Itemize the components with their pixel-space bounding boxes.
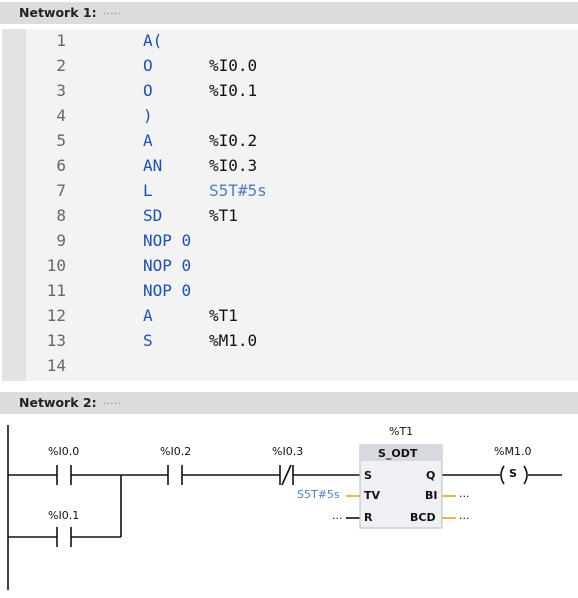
line-number: 13 [46, 331, 66, 350]
network-1-comment[interactable]: ..... [103, 6, 122, 17]
stl-instruction[interactable]: A( [143, 31, 163, 50]
pin-tv: TV [364, 489, 381, 502]
line-number: 12 [46, 306, 66, 325]
stl-instruction[interactable]: NOP 0 [143, 231, 192, 250]
line-number: 11 [46, 281, 66, 300]
pin-s: S [364, 469, 372, 482]
line-number: 7 [56, 181, 66, 200]
stl-instruction[interactable]: O [143, 56, 153, 75]
timer-type-label: S_ODT [378, 447, 418, 460]
network-1-header[interactable]: Network 1: ..... [0, 2, 578, 24]
line-number: 2 [56, 56, 66, 75]
contact-i0-2-label[interactable]: %I0.2 [160, 445, 192, 458]
network-2-comment[interactable]: ..... [103, 396, 122, 407]
stl-instruction[interactable]: O [143, 81, 153, 100]
pin-bi: BI [425, 489, 438, 502]
contact-i0-0-label[interactable]: %I0.0 [48, 445, 80, 458]
contact-i0-1-label[interactable]: %I0.1 [48, 509, 80, 522]
stl-instruction[interactable]: NOP 0 [143, 256, 192, 275]
stl-instruction[interactable]: SD [143, 206, 163, 225]
stl-operand[interactable]: %M1.0 [209, 331, 258, 350]
r-value[interactable]: ... [332, 509, 343, 522]
line-number: 4 [56, 106, 66, 125]
stl-instruction[interactable]: S [143, 331, 153, 350]
line-number: 8 [56, 206, 66, 225]
contact-i0-1 [56, 527, 72, 547]
stl-instruction[interactable]: A [143, 306, 153, 325]
pin-q: Q [426, 469, 436, 482]
contact-i0-3-label[interactable]: %I0.3 [272, 445, 304, 458]
stl-instruction[interactable]: L [143, 181, 153, 200]
stl-operand[interactable]: %I0.2 [209, 131, 258, 150]
stl-operand[interactable]: S5T#5s [209, 181, 267, 200]
stl-instruction[interactable]: ) [143, 106, 153, 125]
line-number: 14 [46, 356, 66, 375]
network-1-title: Network 1: [19, 5, 97, 20]
line-number: 9 [56, 231, 66, 250]
line-number: 10 [46, 256, 66, 275]
contact-i0-2 [167, 465, 183, 485]
line-number: 5 [56, 131, 66, 150]
stl-operand[interactable]: %T1 [209, 306, 238, 325]
pin-r: R [364, 511, 373, 524]
set-coil [500, 465, 528, 485]
editor-gutter [2, 29, 26, 381]
stl-operand[interactable]: %T1 [209, 206, 238, 225]
stl-instruction[interactable]: AN [143, 156, 163, 175]
bi-value[interactable]: ... [459, 487, 470, 500]
stl-instruction[interactable]: NOP 0 [143, 281, 192, 300]
ladder-diagram[interactable] [0, 415, 578, 598]
timer-tag-label[interactable]: %T1 [389, 425, 414, 438]
contact-i0-0 [56, 465, 72, 485]
network-2-header[interactable]: Network 2: ..... [0, 392, 578, 414]
stl-operand[interactable]: %I0.3 [209, 156, 258, 175]
network-2-title: Network 2: [19, 395, 97, 410]
coil-symbol: S [509, 467, 517, 480]
coil-tag-label[interactable]: %M1.0 [494, 445, 532, 458]
stl-operand[interactable]: %I0.1 [209, 81, 258, 100]
pin-bcd: BCD [410, 511, 436, 524]
stl-operand[interactable]: %I0.0 [209, 56, 258, 75]
tv-value[interactable]: S5T#5s [297, 488, 340, 501]
line-number: 1 [56, 31, 66, 50]
stl-instruction[interactable]: A [143, 131, 153, 150]
bcd-value[interactable]: ... [459, 509, 470, 522]
contact-i0-3-normally-closed [279, 464, 294, 486]
line-number: 6 [56, 156, 66, 175]
line-number: 3 [56, 81, 66, 100]
